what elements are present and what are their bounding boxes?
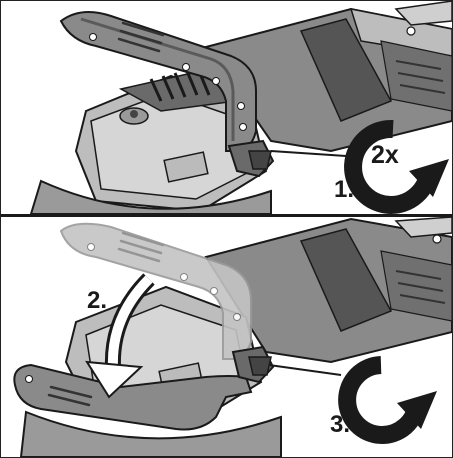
panel-divider bbox=[1, 214, 452, 217]
grinder-illustration-bottom bbox=[13, 217, 452, 457]
step-3-label: 3. bbox=[330, 411, 351, 438]
rotation-count-badge: 2x bbox=[371, 141, 399, 169]
grinder-illustration-top bbox=[29, 1, 452, 214]
clamp-knob bbox=[227, 139, 275, 178]
panel-steps-2-3: 2. 3. bbox=[1, 217, 452, 457]
step-2-label: 2. bbox=[87, 287, 108, 314]
clamp-knob bbox=[231, 345, 275, 384]
panel-step-1: 2x 1. bbox=[1, 1, 452, 214]
d-handle-lowered bbox=[13, 363, 253, 431]
leader-line-3 bbox=[268, 364, 342, 376]
clockwise-rotation-arrow-icon bbox=[338, 356, 437, 444]
motor-housing bbox=[204, 1, 452, 153]
leader-line-1 bbox=[270, 150, 347, 157]
motor-housing bbox=[204, 217, 452, 364]
curved-down-arrow-icon bbox=[85, 273, 155, 399]
gear-head bbox=[29, 70, 272, 214]
step-1-label: 1. bbox=[334, 176, 355, 203]
clockwise-rotation-arrow-icon bbox=[344, 119, 449, 214]
